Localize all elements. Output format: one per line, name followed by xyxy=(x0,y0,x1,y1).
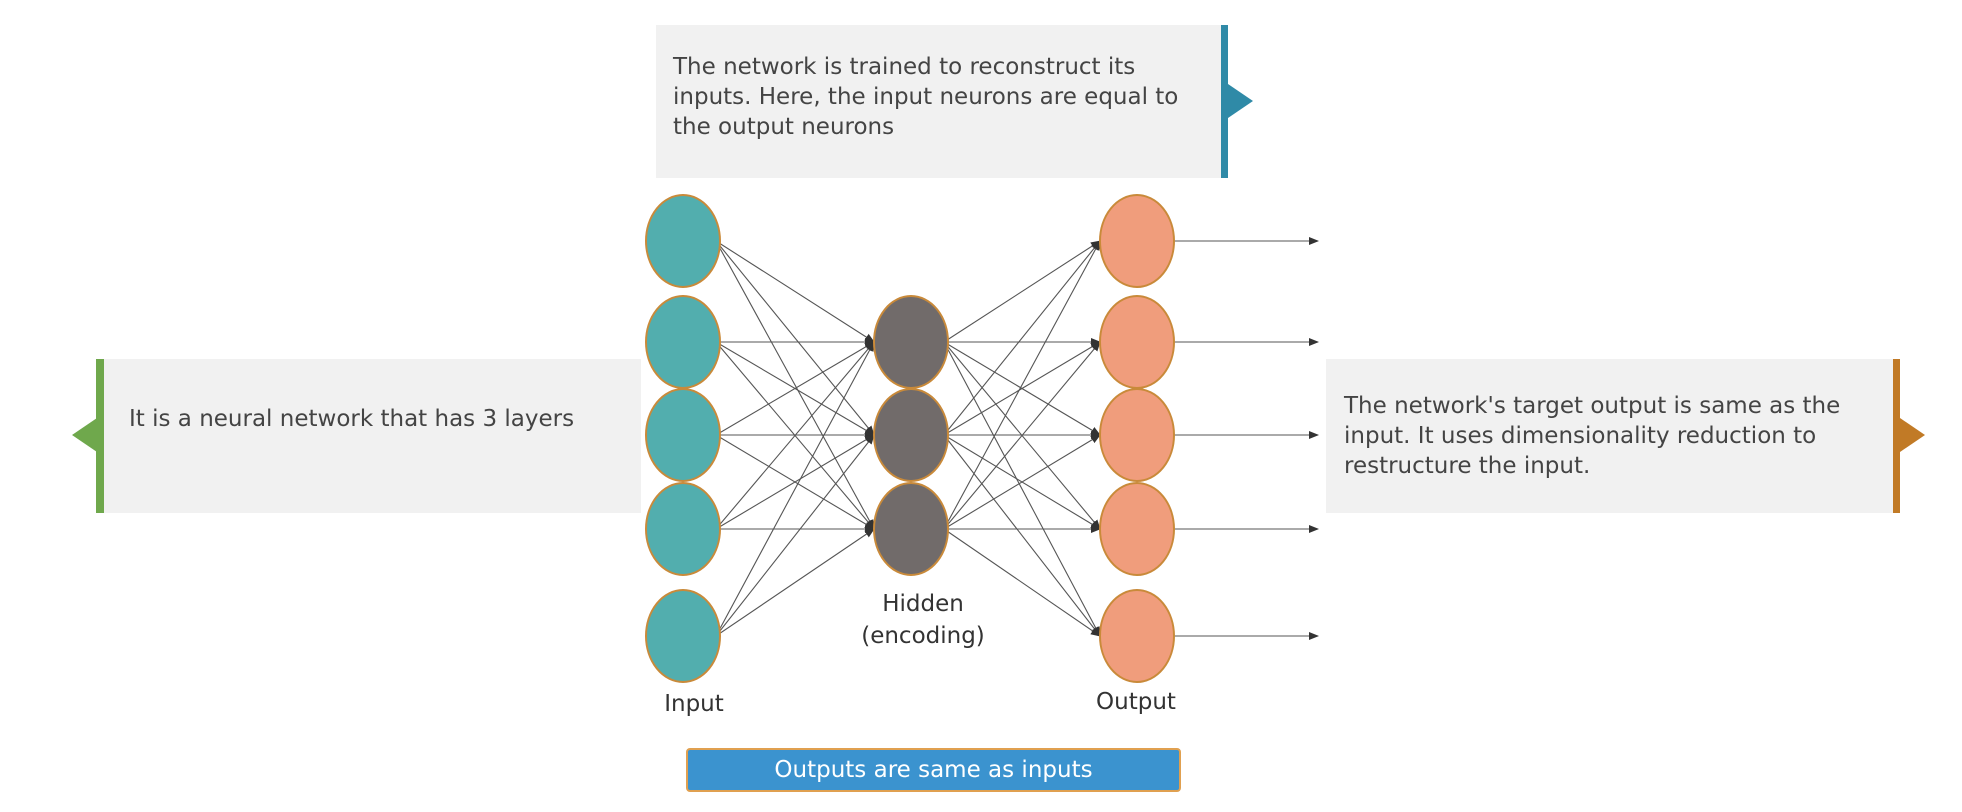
hidden-output-connection xyxy=(943,341,1101,637)
callout-left-pointer xyxy=(72,418,97,452)
callout-right-pointer xyxy=(1900,418,1925,452)
hidden-output-connection xyxy=(943,240,1101,436)
hidden-output-connection xyxy=(943,434,1101,530)
callout-left-text: It is a neural network that has 3 layers xyxy=(129,406,575,432)
hidden-output-connection xyxy=(943,341,1101,530)
output-layer-label: Output xyxy=(1096,689,1176,715)
input-hidden-connection xyxy=(715,434,875,530)
callout-top-pointer xyxy=(1228,84,1253,118)
hidden-neuron xyxy=(873,295,949,389)
input-hidden-connection xyxy=(715,341,875,637)
input-neuron xyxy=(645,388,721,482)
summary-banner: Outputs are same as inputs xyxy=(686,748,1181,792)
input-neuron xyxy=(645,194,721,288)
output-neuron xyxy=(1099,295,1175,389)
output-neuron xyxy=(1099,388,1175,482)
hidden-output-connection xyxy=(943,240,1101,343)
callout-top-text: The network is trained to reconstruct it… xyxy=(673,54,1179,140)
callout-right-text: The network's target output is same as t… xyxy=(1344,393,1841,479)
hidden-neuron xyxy=(873,388,949,482)
input-neuron xyxy=(645,482,721,576)
output-neuron xyxy=(1099,194,1175,288)
output-neuron xyxy=(1099,589,1175,683)
input-layer-label: Input xyxy=(664,691,724,717)
input-hidden-connection xyxy=(715,434,875,637)
callout-top: The network is trained to reconstruct it… xyxy=(656,25,1228,178)
input-hidden-connection xyxy=(715,341,875,530)
output-neuron xyxy=(1099,482,1175,576)
input-hidden-connection xyxy=(715,240,875,436)
input-hidden-connection xyxy=(715,341,875,436)
hidden-output-connection xyxy=(943,341,1101,436)
callout-right: The network's target output is same as t… xyxy=(1326,359,1900,513)
input-hidden-connection xyxy=(715,528,875,637)
hidden-layer-label: Hidden xyxy=(882,591,964,617)
hidden-layer-sublabel: (encoding) xyxy=(861,623,985,649)
callout-left: It is a neural network that has 3 layers xyxy=(96,359,641,513)
hidden-neuron xyxy=(873,482,949,576)
input-neuron xyxy=(645,589,721,683)
input-hidden-connection xyxy=(715,240,875,343)
hidden-output-connection xyxy=(943,528,1101,637)
hidden-output-connection xyxy=(943,434,1101,637)
input-hidden-connection xyxy=(715,240,875,530)
input-neuron xyxy=(645,295,721,389)
hidden-output-connection xyxy=(943,240,1101,530)
